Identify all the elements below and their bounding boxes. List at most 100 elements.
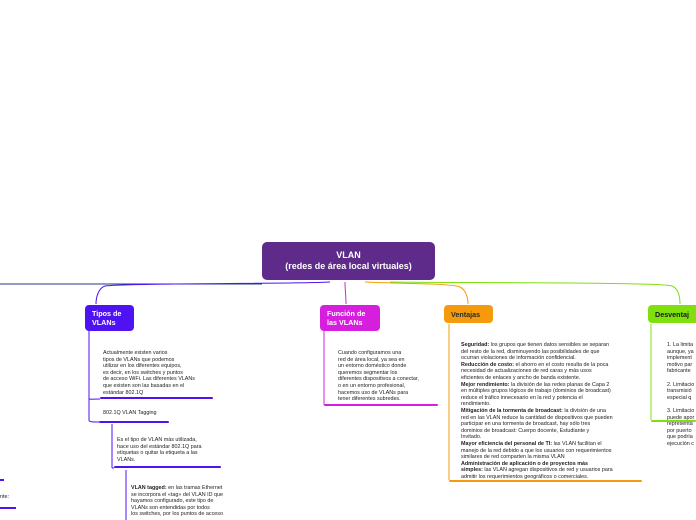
ventajas-item-heading: Mitigación de la tormenta de broadcast:: [461, 407, 563, 414]
funcion-note-line: tener diferentes subredes.: [338, 396, 401, 403]
topic-tipos-de-vlans[interactable]: Tipos de VLANs: [85, 305, 134, 331]
ventajas-line: Mejor rendimiento: la división de las re…: [461, 382, 641, 389]
tagged-note-first-line: VLAN tagged: en las tramas Ethernet: [131, 485, 243, 492]
tipos-note-line: es decir, en los switches y puntos: [103, 369, 184, 376]
desventajas-line: por puerto: [667, 427, 692, 434]
tagging-note[interactable]: Es el tipo de VLAN más utilizada, hace u…: [117, 437, 222, 463]
funcion-note-line: un entorno doméstico donde: [338, 363, 407, 370]
ventajas-item-heading: Mejor rendimiento:: [461, 381, 510, 388]
ventajas-line: similares de red comparten la misma VLAN: [461, 454, 565, 461]
desventajas-gap: [667, 401, 696, 408]
ventajas-item-heading: simples:: [461, 467, 483, 474]
topic-ventajas-label: Ventajas: [451, 309, 481, 319]
ventajas-item-heading: Mayor eficiencia del personal de TI:: [461, 440, 553, 447]
tagged-note[interactable]: VLAN tagged: en las tramas Ethernet se i…: [131, 485, 243, 518]
ventajas-item-text: las VLAN facilitan el: [552, 440, 602, 447]
tagged-note-line: hayamos configurado, este tipo de: [131, 498, 214, 505]
tagging-note-line: hace uso del estándar 802.1Q para: [117, 443, 202, 450]
ventajas-line: simples: las VLAN agregan dispositivos d…: [461, 467, 641, 474]
tipos-note[interactable]: Actualmente existen varios tipos de VLAN…: [103, 350, 213, 396]
ventajas-line: reduce el tráfico innecesario en la red …: [461, 394, 583, 401]
tipos-note-line: utilizar en los diferentes equipos,: [103, 363, 182, 370]
tipos-note-line: de acceso WiFi. Las diferentes VLANs: [103, 376, 195, 383]
funcion-note-line: hacemos uso de VLANs para: [338, 389, 409, 396]
tipos-note-line: estándar 802.1Q: [103, 389, 144, 396]
ventajas-note-underline: [449, 480, 642, 482]
funcion-note-line: red de área local, ya sea en: [338, 356, 405, 363]
tagged-note-line: se incorpora el «tag» del VLAN ID que: [131, 491, 223, 498]
ventajas-line: ocurran violaciones de información confi…: [461, 355, 576, 362]
topic-tipos-line2: VLANs: [92, 318, 116, 327]
tagging-underline: [99, 421, 169, 423]
tagged-note-line: VLANs son entendidas por todos: [131, 504, 210, 511]
ventajas-line: Administración de aplicación o de proyec…: [461, 461, 641, 468]
topic-funcion-de-las-vlans[interactable]: Función de las VLANs: [320, 305, 380, 331]
tagged-rest: en las tramas Ethernet: [168, 485, 223, 491]
desventajas-line: implement: [667, 355, 692, 362]
topic-desventajas[interactable]: Desventaj: [648, 305, 696, 323]
topic-funcion-line1: Función de: [327, 309, 366, 318]
funcion-note-line: Cuando configuramos una: [338, 350, 402, 356]
ventajas-line: manejo de la red debido a que los usuari…: [461, 447, 612, 454]
funcion-note[interactable]: Cuando configuramos una red de área loca…: [338, 350, 438, 403]
funcion-note-line: o en un entorno profesional,: [338, 382, 406, 389]
ventajas-item-text: la división de una: [562, 407, 606, 414]
ventajas-line: Mitigación de la tormenta de broadcast: …: [461, 408, 641, 415]
funcion-note-line: diferentes dispositivos a conectar,: [338, 376, 419, 383]
topic-ventajas[interactable]: Ventajas: [444, 305, 493, 323]
ventajas-line: dominios de broadcast: Cuerpo docente, E…: [461, 427, 590, 434]
tagging-note-line: Es el tipo de VLAN más utilizada,: [117, 437, 197, 443]
tipos-note-line: Actualmente existen varios: [103, 350, 168, 356]
ventajas-item-heading: Administración de aplicación o de proyec…: [461, 460, 589, 467]
ventajas-line: en múltiples grupos lógicos de trabajo (…: [461, 388, 611, 395]
ventajas-item-heading: Reducción de costo:: [461, 361, 515, 368]
ventajas-line: admitir los requerimientos geográficos o…: [461, 473, 589, 480]
tagging-note-underline: [114, 466, 221, 468]
desventajas-note-underline: [651, 420, 696, 422]
desventajas-line: transmisió: [667, 388, 692, 395]
ventajas-item-text: la división de las redes planas de Capa …: [509, 381, 610, 388]
left-fragment-note[interactable]: nte:: [0, 494, 9, 501]
tagging-title: 802.1Q VLAN Tagging: [103, 410, 157, 416]
tipos-note-underline: [100, 397, 213, 399]
ventajas-item-text: las VLAN agregan dispositivos de red y u…: [482, 467, 613, 474]
desventajas-line: ejecución c: [667, 440, 694, 447]
ventajas-line: red en las VLAN reduce la cantidad de di…: [461, 414, 613, 421]
desventajas-line: 1. La limita: [667, 342, 694, 348]
ventajas-line: Mayor eficiencia del personal de TI: las…: [461, 441, 641, 448]
desventajas-line: aunque, ya: [667, 348, 694, 355]
tagged-note-line: los switches, por los puntos de acceso: [131, 511, 223, 518]
ventajas-line: Invitado.: [461, 434, 482, 441]
ventajas-line: rendimiento.: [461, 401, 491, 408]
topic-desventajas-label: Desventaj: [655, 309, 689, 319]
desventajas-gap: [667, 375, 696, 382]
tagging-note-line: etiquetas o quitar la etiqueta a las: [117, 450, 198, 457]
desventajas-line: representa: [667, 421, 693, 428]
desventajas-line: 3. Limitacio: [667, 407, 695, 414]
tipos-note-line: tipos de VLANs que podemos: [103, 356, 175, 363]
desventajas-line: especial q: [667, 394, 692, 401]
left-fragment-text: nte:: [0, 494, 9, 500]
central-topic-vlan[interactable]: VLAN (redes de área local virtuales): [262, 242, 435, 280]
funcion-note-underline: [324, 404, 438, 406]
desventajas-line: que podría: [667, 434, 693, 441]
topic-tipos-line1: Tipos de: [92, 309, 122, 318]
ventajas-line: Seguridad: los grupos que tienen datos s…: [461, 342, 641, 349]
desventajas-line: motivo par: [667, 361, 693, 368]
topic-funcion-line2: las VLANs: [327, 318, 363, 327]
tagging-note-line: VLANs.: [117, 456, 136, 463]
central-subtitle: (redes de área local virtuales): [285, 261, 412, 271]
central-title: VLAN: [336, 250, 361, 260]
desventajas-line: puede apor: [667, 414, 695, 421]
ventajas-line: eficientes de enlaces y ancho de banda e…: [461, 374, 581, 381]
tagged-bold: VLAN tagged:: [131, 485, 167, 491]
tagging-subtopic[interactable]: 802.1Q VLAN Tagging: [103, 410, 193, 417]
tipos-note-line: que existen son las basadas en el: [103, 382, 185, 389]
ventajas-line: participar en una tormenta de broadcast,…: [461, 421, 591, 428]
desventajas-line: 2. Limitacio: [667, 381, 695, 388]
funcion-note-line: queremos segmentar los: [338, 369, 398, 376]
ventajas-note[interactable]: Seguridad: los grupos que tienen datos s…: [461, 342, 641, 480]
ventajas-line: del resto de la red, disminuyendo las po…: [461, 348, 600, 355]
